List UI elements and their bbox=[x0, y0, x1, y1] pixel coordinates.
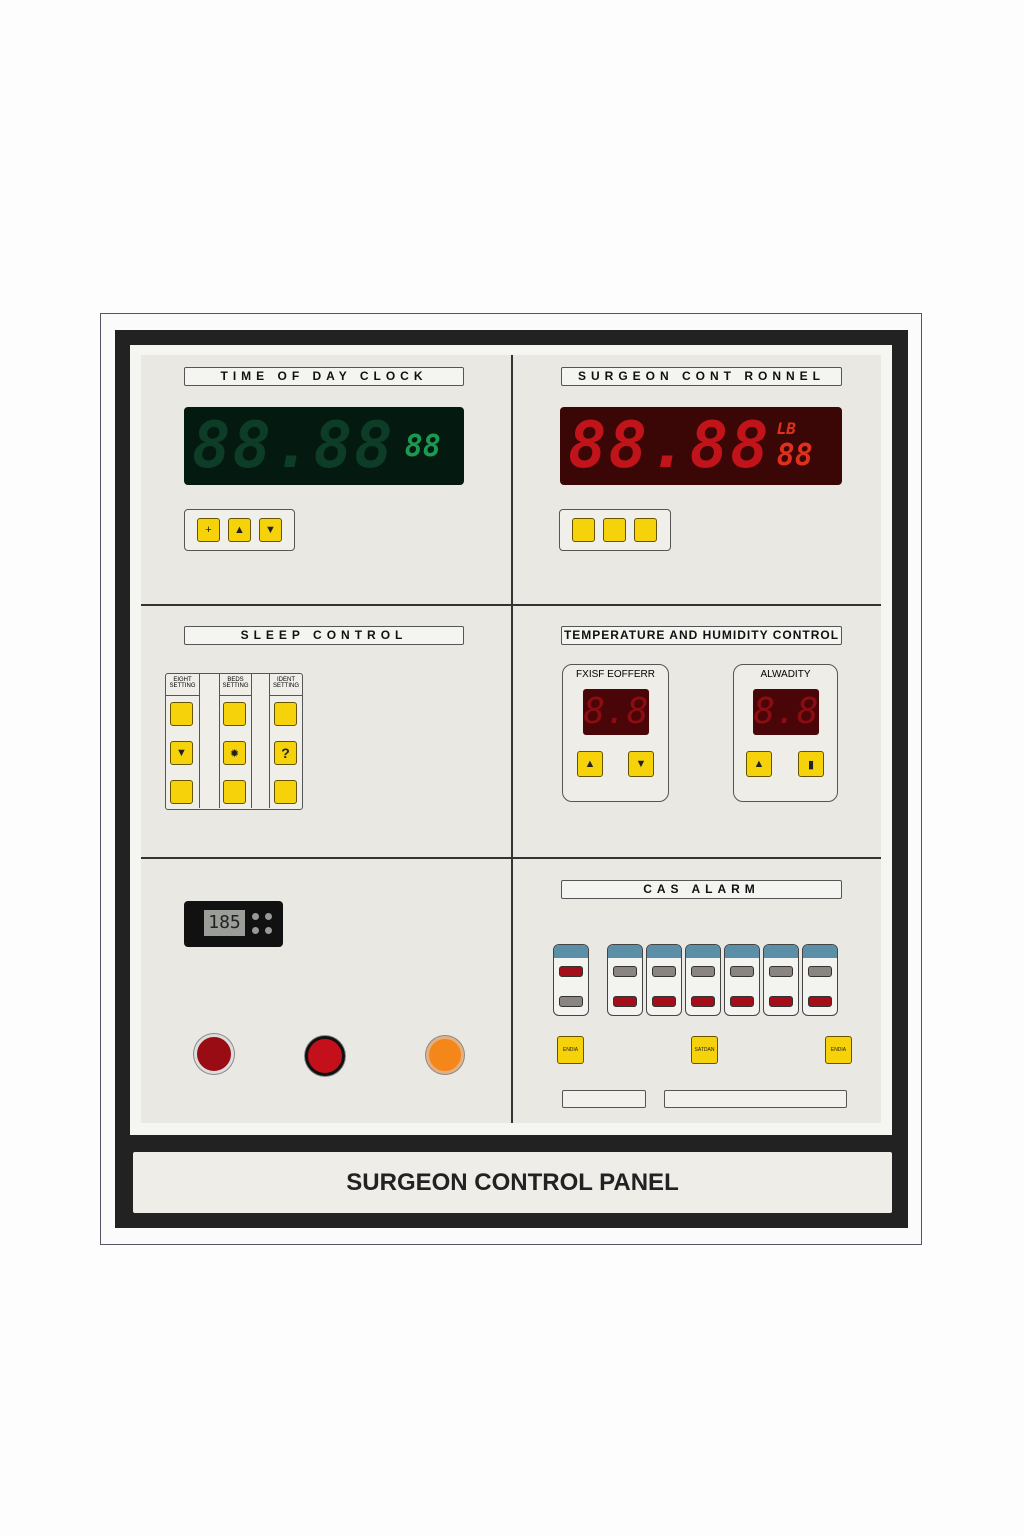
alarm-channel bbox=[802, 944, 838, 1016]
alarm-button[interactable]: SATDAN bbox=[691, 1036, 718, 1064]
clock-seconds-digits: 88 bbox=[404, 428, 441, 464]
clock-title: TIME OF DAY CLOCK bbox=[184, 367, 464, 386]
temperature-display: 8.8 bbox=[583, 689, 649, 735]
alarm-lamp bbox=[691, 966, 715, 977]
surgeon-button[interactable] bbox=[603, 518, 626, 542]
alarm-lamp bbox=[613, 966, 637, 977]
sleep-help-button[interactable]: ? bbox=[274, 741, 297, 765]
temperature-controller: FXISF EOFFERR 8.8 ▲ ▼ bbox=[562, 664, 669, 802]
alarm-channel bbox=[724, 944, 760, 1016]
alarm-lamp bbox=[730, 996, 754, 1007]
sleep-column: EIGHT SETTING bbox=[166, 674, 200, 808]
clock-button-group: + ▲ ▼ bbox=[184, 509, 295, 551]
surgeon-title: SURGEON CONT RONNEL bbox=[561, 367, 842, 386]
orange-pilot-light[interactable] bbox=[426, 1036, 464, 1074]
surgeon-seconds-digits: 88 bbox=[776, 438, 813, 473]
red-pushbutton[interactable] bbox=[194, 1034, 234, 1074]
alarm-lamp bbox=[769, 966, 793, 977]
sleep-column: BEDS SETTING bbox=[219, 674, 252, 808]
temperature-down-button[interactable]: ▼ bbox=[628, 751, 654, 777]
surgeon-button[interactable] bbox=[634, 518, 657, 542]
clock-display: 88.88 88 bbox=[184, 407, 464, 485]
alarm-channel bbox=[685, 944, 721, 1016]
clock-main-digits: 88.88 bbox=[192, 409, 395, 483]
divider bbox=[141, 857, 881, 859]
alarm-lamp bbox=[652, 966, 676, 977]
alarm-channel bbox=[553, 944, 589, 1016]
alarm-button[interactable]: ENDIA bbox=[557, 1036, 584, 1064]
sleep-button[interactable] bbox=[274, 780, 297, 804]
controller-button[interactable] bbox=[252, 927, 259, 934]
sleep-gear-button[interactable]: ✹ bbox=[223, 741, 246, 765]
alarm-lamp bbox=[691, 996, 715, 1007]
surgeon-button[interactable] bbox=[572, 518, 595, 542]
alarm-channel bbox=[607, 944, 643, 1016]
alarm-lamp bbox=[613, 996, 637, 1007]
sleep-button-matrix: EIGHT SETTING BEDS SETTING IDENT SETTING… bbox=[165, 673, 303, 810]
sleep-button[interactable] bbox=[223, 702, 246, 726]
alarm-lamp bbox=[559, 996, 583, 1007]
divider bbox=[511, 355, 513, 1123]
clock-set-button[interactable]: + bbox=[197, 518, 220, 542]
temperature-label: FXISF EOFFERR bbox=[576, 669, 655, 680]
sleep-button[interactable] bbox=[170, 702, 193, 726]
controller-button[interactable] bbox=[252, 913, 259, 920]
alarm-button[interactable]: ENDIA bbox=[825, 1036, 852, 1064]
gas-alarm-title: CAS ALARM bbox=[561, 880, 842, 899]
surgeon-button-group bbox=[559, 509, 671, 551]
humidity-display: 8.8 bbox=[753, 689, 819, 735]
sleep-column-header: BEDS SETTING bbox=[220, 674, 251, 696]
label-plate bbox=[664, 1090, 847, 1108]
alarm-lamp bbox=[808, 966, 832, 977]
sleep-button[interactable] bbox=[223, 780, 246, 804]
humidity-up-button[interactable]: ▲ bbox=[746, 751, 772, 777]
alarm-channel bbox=[646, 944, 682, 1016]
humidity-button[interactable]: ▮ bbox=[798, 751, 824, 777]
sleep-column: IDENT SETTING bbox=[269, 674, 302, 808]
alarm-channel bbox=[763, 944, 799, 1016]
sleep-column-header: EIGHT SETTING bbox=[166, 674, 199, 696]
sleep-button[interactable]: ▼ bbox=[170, 741, 193, 765]
clock-up-button[interactable]: ▲ bbox=[228, 518, 251, 542]
label-plate bbox=[562, 1090, 646, 1108]
surgeon-main-digits: 88.88 bbox=[568, 409, 771, 483]
alarm-lamp bbox=[652, 996, 676, 1007]
panel-nameplate: SURGEON CONTROL PANEL bbox=[133, 1152, 892, 1213]
alarm-lamp bbox=[559, 966, 583, 977]
surgeon-unit: LB bbox=[776, 419, 796, 438]
sleep-column-header: IDENT SETTING bbox=[270, 674, 302, 696]
digital-controller: 185 bbox=[184, 901, 283, 947]
temp-hum-title: TEMPERATURE AND HUMIDITY CONTROL bbox=[561, 626, 842, 645]
humidity-label: ALWADITY bbox=[760, 669, 811, 680]
alarm-lamp bbox=[808, 996, 832, 1007]
surgeon-display: 88.88 LB 88 bbox=[560, 407, 842, 485]
sleep-button[interactable] bbox=[274, 702, 297, 726]
divider bbox=[141, 604, 881, 606]
sleep-title: SLEEP CONTROL bbox=[184, 626, 464, 645]
alarm-lamp bbox=[730, 966, 754, 977]
controller-button[interactable] bbox=[265, 913, 272, 920]
sleep-button[interactable] bbox=[170, 780, 193, 804]
temperature-up-button[interactable]: ▲ bbox=[577, 751, 603, 777]
controller-display: 185 bbox=[204, 910, 245, 936]
gas-alarm-channels bbox=[553, 944, 838, 1016]
controller-button[interactable] bbox=[265, 927, 272, 934]
red-pilot-light[interactable] bbox=[305, 1036, 345, 1076]
humidity-controller: ALWADITY 8.8 ▲ ▮ bbox=[733, 664, 838, 802]
clock-down-button[interactable]: ▼ bbox=[259, 518, 282, 542]
alarm-lamp bbox=[769, 996, 793, 1007]
